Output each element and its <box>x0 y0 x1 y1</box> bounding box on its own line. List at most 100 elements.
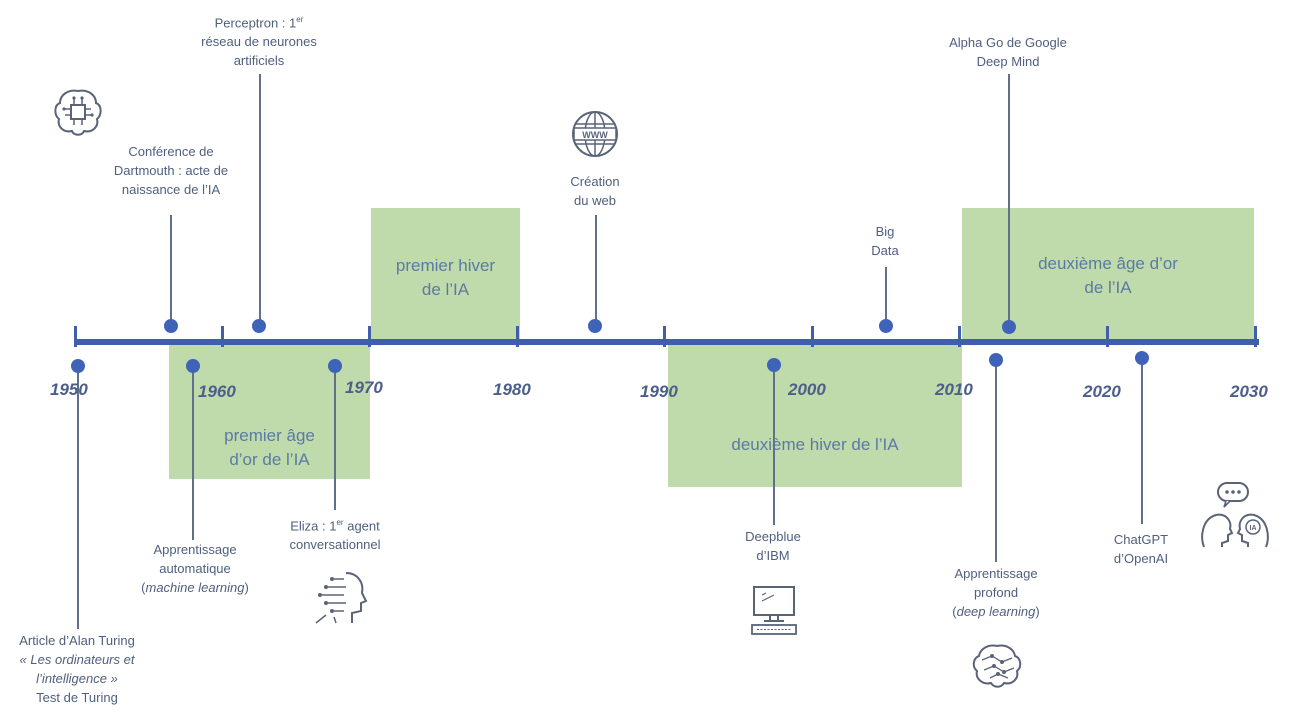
stem-chatgpt <box>1141 364 1143 524</box>
dot-web <box>588 319 602 333</box>
event-line: Dartmouth : acte de <box>113 163 229 178</box>
event-chatgpt: ChatGPT d’OpenAI <box>1091 530 1191 568</box>
event-dl: Apprentissage profond (deep learning) <box>933 564 1059 621</box>
dot-bigdata <box>879 319 893 333</box>
stem-deepblue <box>773 372 775 525</box>
event-web: Création du web <box>555 172 635 210</box>
stem-perceptron <box>259 74 261 326</box>
dot-deepblue <box>767 358 781 372</box>
event-deepblue: Deepblue d’IBM <box>733 527 813 565</box>
event-line: Deepblue <box>745 529 801 544</box>
event-line: Big <box>875 224 895 239</box>
era-label-deuxieme-age-or: deuxième âge d’or de l’IA <box>962 252 1254 300</box>
stem-ml <box>192 372 194 540</box>
era-premier-hiver <box>371 208 520 341</box>
event-line: l’intelligence » <box>36 671 118 686</box>
svg-text:WWW: WWW <box>582 130 608 140</box>
year-label: 2000 <box>788 380 826 399</box>
year-label: 2010 <box>935 380 973 399</box>
event-line: Création <box>570 174 620 189</box>
stem-dartmouth <box>170 215 172 325</box>
event-dartmouth: Conférence de Dartmouth : acte de naissa… <box>106 142 236 199</box>
stem-alphago <box>1008 74 1010 328</box>
era-label-premier-age-or: premier âge d’or de l’IA <box>169 424 370 472</box>
chat-heads-icon: IA <box>1201 482 1269 548</box>
year-label: 2020 <box>1083 382 1121 401</box>
computer-icon <box>751 586 797 635</box>
year-label: 1960 <box>198 382 236 401</box>
year-label: 1970 <box>345 378 383 397</box>
robot-head-icon <box>315 572 368 624</box>
era-label-line: de l’IA <box>1084 278 1132 297</box>
event-line: Perceptron : 1 <box>214 15 297 31</box>
era-label-premier-hiver: premier hiver de l’IA <box>371 254 520 302</box>
event-turing: Article d’Alan Turing « Les ordinateurs … <box>2 631 152 707</box>
tick-2010 <box>958 326 961 347</box>
year-label: 1950 <box>50 380 88 399</box>
tick-2000 <box>811 326 814 347</box>
tick-2020 <box>1106 326 1109 347</box>
dot-chatgpt <box>1135 351 1149 365</box>
event-line: Apprentissage <box>153 542 237 557</box>
svg-text:IA: IA <box>1250 525 1257 532</box>
brain-network-icon <box>972 644 1022 688</box>
event-line: artificiels <box>233 53 285 69</box>
dot-perceptron <box>252 319 266 333</box>
event-sup: er <box>296 15 304 24</box>
event-line: du web <box>574 193 616 208</box>
era-label-line: deuxième âge d’or <box>1038 254 1178 273</box>
tick-1960 <box>221 326 224 347</box>
event-line: profond <box>973 585 1019 600</box>
era-label-deuxieme-hiver: deuxième hiver de l’IA <box>668 433 962 457</box>
brain-chip-icon <box>54 89 102 136</box>
dot-dl <box>989 353 1003 367</box>
event-line: réseau de neurones <box>201 34 317 50</box>
www-globe-icon: WWW <box>572 111 618 157</box>
event-line: agent <box>343 518 380 534</box>
dot-ml <box>186 359 200 373</box>
event-line: Deep Mind <box>976 54 1040 69</box>
event-line: Eliza : 1 <box>290 518 337 534</box>
tick-1970 <box>368 326 371 347</box>
stem-bigdata <box>885 267 887 326</box>
timeline-axis <box>75 339 1259 345</box>
stem-eliza <box>334 372 336 510</box>
era-label-line: de l’IA <box>421 280 470 299</box>
event-line: deep learning <box>956 604 1036 619</box>
event-line: naissance de l’IA <box>121 182 221 197</box>
era-label-line: d’or de l’IA <box>229 450 310 469</box>
event-line: Data <box>871 243 899 258</box>
event-sup: er <box>336 518 344 527</box>
event-line: Apprentissage <box>954 566 1038 581</box>
event-line: ChatGPT <box>1113 532 1169 547</box>
tick-1950 <box>74 326 77 347</box>
era-deuxieme-hiver <box>668 345 962 487</box>
event-line: machine learning <box>145 580 245 595</box>
event-ml: Apprentissage automatique (machine learn… <box>130 540 260 597</box>
event-perceptron: Perceptron : 1er réseau de neurones arti… <box>192 10 326 70</box>
event-line: d’OpenAI <box>1113 551 1169 566</box>
event-eliza: Eliza : 1er agent conversationnel <box>270 513 400 554</box>
event-bigdata: Big Data <box>855 222 915 260</box>
tick-1980 <box>516 326 519 347</box>
event-line: Alpha Go de Google <box>949 35 1067 50</box>
year-label: 2030 <box>1230 382 1268 401</box>
dot-turing <box>71 359 85 373</box>
dot-eliza <box>328 359 342 373</box>
tick-2030 <box>1254 326 1257 347</box>
event-line: Test de Turing <box>36 690 118 705</box>
event-line: Article d’Alan Turing <box>19 633 135 648</box>
dot-dartmouth <box>164 319 178 333</box>
stem-turing <box>77 367 79 629</box>
tick-1990 <box>663 326 666 347</box>
era-label-line: premier hiver <box>395 256 496 275</box>
event-alphago: Alpha Go de Google Deep Mind <box>938 33 1078 71</box>
year-label: 1990 <box>640 382 678 401</box>
event-line: d’IBM <box>756 548 790 563</box>
stem-web <box>595 215 597 325</box>
event-line: conversationnel <box>289 537 381 553</box>
stem-dl <box>995 366 997 562</box>
era-deuxieme-age-or <box>962 208 1254 341</box>
year-label: 1980 <box>493 380 531 399</box>
event-line: « Les ordinateurs et <box>19 652 135 667</box>
